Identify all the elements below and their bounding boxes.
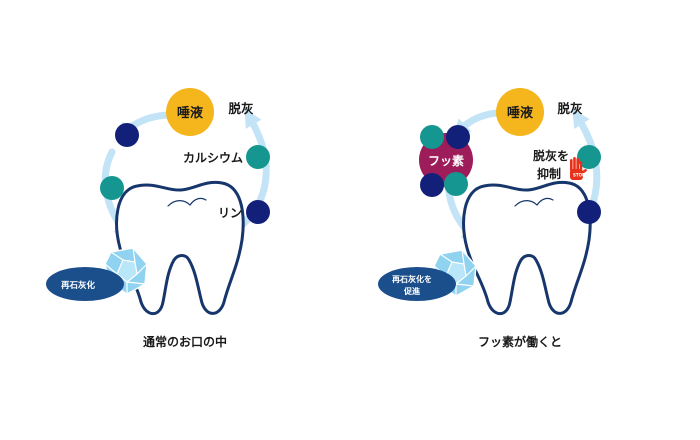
right-remineral-label-line2: 促進 <box>403 286 420 296</box>
right-tooth <box>462 180 592 316</box>
right-fluoride-label: フッ素 <box>428 153 464 168</box>
right-saliva-circle <box>496 88 544 136</box>
stop-hand-icon: STOP <box>570 157 587 180</box>
left-phosphorus-ion-right <box>246 200 270 224</box>
right-remineral-label-line1: 再石灰化を <box>392 274 432 284</box>
left-tooth-crease <box>167 197 207 207</box>
right-cycle-arrow-top <box>452 109 502 138</box>
right-calcium-ion-bottom <box>444 172 468 196</box>
right-caption: フッ素が働くと <box>478 334 562 349</box>
right-phosphorus-ion-right <box>577 200 601 224</box>
left-remineral-label: 再石灰化 <box>61 280 96 291</box>
right-demineral-label: 脱灰 <box>557 101 583 116</box>
right-phosphorus-ion-bottom <box>420 173 444 197</box>
right-phosphorus-ion-top <box>446 125 470 149</box>
right-inhibit-label-line1: 脱灰を <box>533 148 569 163</box>
right-inhibit-label-line2: 抑制 <box>537 166 561 181</box>
left-demineral-label: 脱灰 <box>228 101 254 116</box>
left-saliva-label: 唾液 <box>177 105 203 121</box>
right-calcium-ion-top <box>420 125 444 149</box>
left-remineral-badge <box>46 267 124 301</box>
left-panel: 再石灰化 唾液 脱灰 カルシウム リン 通常のお口の中 <box>46 88 270 349</box>
left-tooth <box>115 180 245 316</box>
right-calcium-ion-right <box>577 145 601 169</box>
right-tooth-crease <box>514 197 554 207</box>
right-saliva-label: 唾液 <box>507 105 533 121</box>
left-caption: 通常のお口の中 <box>143 334 227 349</box>
left-calcium-ion-right <box>246 145 270 169</box>
stop-hand-text: STOP <box>573 173 585 178</box>
left-saliva-circle <box>166 88 214 136</box>
right-remineral-badge <box>378 267 456 301</box>
left-phosphorus-label: リン <box>218 206 242 220</box>
left-phosphorus-ion <box>115 123 139 147</box>
left-calcium-ion <box>100 176 124 200</box>
left-calcium-label: カルシウム <box>183 151 243 165</box>
right-panel: 再石灰化を 促進 唾液 フッ素 脱灰 脱灰を 抑制 STOP フッ素が働くと <box>378 88 601 349</box>
